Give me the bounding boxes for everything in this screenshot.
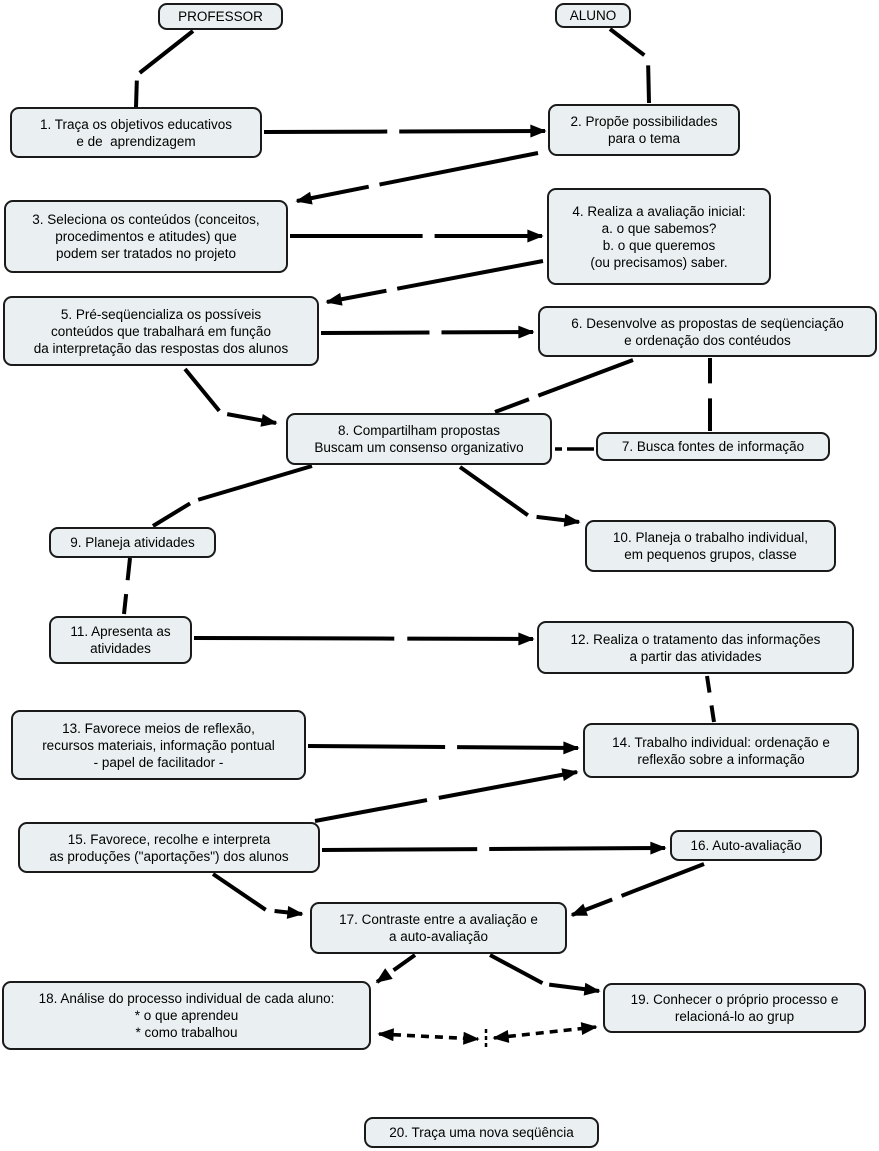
node-label-line: recursos materiais, informação pontual xyxy=(42,737,275,753)
node-label-line: ALUNO xyxy=(569,8,617,23)
node-label-line: Buscam um consenso organizativo xyxy=(314,440,524,455)
node-professor: PROFESSOR xyxy=(158,3,283,30)
edge-n5-n8 xyxy=(183,367,278,427)
node-label-line: 10. Planeja o trabalho individual, xyxy=(612,530,809,545)
node-label-line: 11. Apresenta as xyxy=(70,624,171,639)
node-n12: 12. Realiza o tratamento das informações… xyxy=(537,621,854,674)
node-label-line: 18. Análise do processo individual de ca… xyxy=(38,991,335,1006)
node-n18: 18. Análise do processo individual de ca… xyxy=(2,981,371,1050)
edge-aluno-n2 xyxy=(608,27,651,104)
edge-n15-n14 xyxy=(314,768,579,823)
node-label-line: 9. Planeja atividades xyxy=(70,535,195,550)
edge-n5-n6 xyxy=(320,325,535,339)
edge-n15-n17 xyxy=(211,872,304,919)
node-label-line: atividades xyxy=(90,641,151,656)
node-label-line: 4. Realiza a avaliação inicial: xyxy=(572,203,746,219)
edge-n15-n16 xyxy=(321,841,667,855)
node-label-line: 1. Traça os objetivos educativos xyxy=(39,116,233,132)
node-label-line: para o tema xyxy=(607,131,681,146)
edge-n18-link-center xyxy=(377,1028,480,1045)
node-n11: 11. Apresenta as atividades xyxy=(49,616,192,664)
node-label-line: 16. Auto-avaliação xyxy=(690,838,802,853)
edge-n17-n19 xyxy=(489,953,601,996)
node-n6: 6. Desenvolve as propostas de seqüenciaç… xyxy=(538,306,877,357)
node-label-line: conteúdos que trabalhará em função xyxy=(51,323,271,339)
node-label-line: 6. Desenvolve as propostas de seqüenciaç… xyxy=(571,315,844,331)
node-label-line: 15. Favorece, recolhe e interpreta xyxy=(67,831,271,847)
edge-n8-n9 xyxy=(151,464,313,528)
node-label-line: (ou precisamos) saber. xyxy=(590,254,728,270)
edge-n8-n10 xyxy=(458,465,581,527)
edge-n2-n3 xyxy=(295,151,539,205)
node-label-line: 3. Seleciona os conteúdos (conceitos, xyxy=(32,212,260,227)
node-label-line: * como trabalhou xyxy=(135,1025,238,1040)
node-n4: 4. Realiza a avaliação inicial:a. o que … xyxy=(547,188,771,285)
node-n10: 10. Planeja o trabalho individual, em peq… xyxy=(585,520,836,572)
edge-n9-n11 xyxy=(122,557,132,615)
node-n9: 9. Planeja atividades xyxy=(49,527,216,558)
edge-professor-n1 xyxy=(134,29,195,108)
node-n3: 3. Seleciona os conteúdos (conceitos, pro… xyxy=(4,200,288,273)
node-label-line: - papel de facilitador - xyxy=(93,754,224,770)
edge-n4-n5 xyxy=(325,259,544,306)
node-label-line: a. o que sabemos? xyxy=(601,220,717,236)
edge-n16-n17 xyxy=(570,862,705,917)
node-n16: 16. Auto-avaliação xyxy=(670,830,822,861)
edge-n17-n18 xyxy=(375,953,417,984)
node-aluno: ALUNO xyxy=(555,3,631,28)
edge-n6-n8 xyxy=(494,358,634,414)
edge-n1-n2 xyxy=(263,124,547,138)
node-label-line: em pequenos grupos, classe xyxy=(624,547,797,562)
node-n17: 17. Contraste entre a avaliação e a auto-… xyxy=(310,902,567,954)
edge-n13-n14 xyxy=(307,741,580,755)
node-label-line: e ordenação dos contéudos xyxy=(624,332,791,348)
node-label-line: reflexão sobre a informação xyxy=(637,751,805,767)
node-n20: 20. Traça uma nova seqüência xyxy=(364,1117,599,1148)
node-label-line: 8. Compartilham propostas xyxy=(337,423,501,438)
node-label-line: 19. Conhecer o próprio processo e xyxy=(630,992,839,1007)
node-label-line: * o que aprendeu xyxy=(134,1008,239,1023)
node-label-line: 7. Busca fontes de informação xyxy=(621,439,805,454)
node-n13: 13. Favorece meios de reflexão,recursos … xyxy=(11,710,306,780)
node-label-line: 5. Pré-seqüencializa os possíveis xyxy=(60,306,262,322)
node-n7: 7. Busca fontes de informação xyxy=(596,432,830,461)
node-label-line: podem ser tratados no projeto xyxy=(55,246,237,261)
node-label-line: as produções ("aportações") dos alunos xyxy=(49,848,289,864)
node-label-line: 20. Traça uma nova seqüência xyxy=(389,1125,574,1140)
node-label-line: e de aprendizagem xyxy=(76,133,196,149)
node-label-line: 17. Contraste entre a avaliação e xyxy=(339,912,538,927)
edge-n11-n12 xyxy=(193,632,535,646)
node-label-line: 14. Trabalho individual: ordenação e xyxy=(612,734,830,750)
node-label-line: procedimentos e atitudes) que xyxy=(55,229,237,244)
node-n2: 2. Propõe possibilidades para o tema xyxy=(548,104,740,156)
node-label-line: 13. Favorece meios de reflexão, xyxy=(62,720,255,736)
node-label-line: a partir das atividades xyxy=(629,648,762,664)
node-label-line: 12. Realiza o tratamento das informações xyxy=(570,631,821,647)
edge-link-center-n19 xyxy=(492,1022,598,1043)
node-n19: 19. Conhecer o próprio processo e relacio… xyxy=(603,983,866,1033)
node-label-line: 2. Propõe possibilidades xyxy=(570,114,718,129)
node-label-line: PROFESSOR xyxy=(178,9,263,24)
node-label-line: relacioná-lo ao grup xyxy=(674,1009,795,1024)
node-label-line: b. o que queremos xyxy=(602,237,716,253)
edge-n12-n14 xyxy=(705,675,716,723)
node-label-line: a auto-avaliação xyxy=(388,929,489,944)
node-label-line: da interpretação das respostas dos aluno… xyxy=(33,340,289,356)
